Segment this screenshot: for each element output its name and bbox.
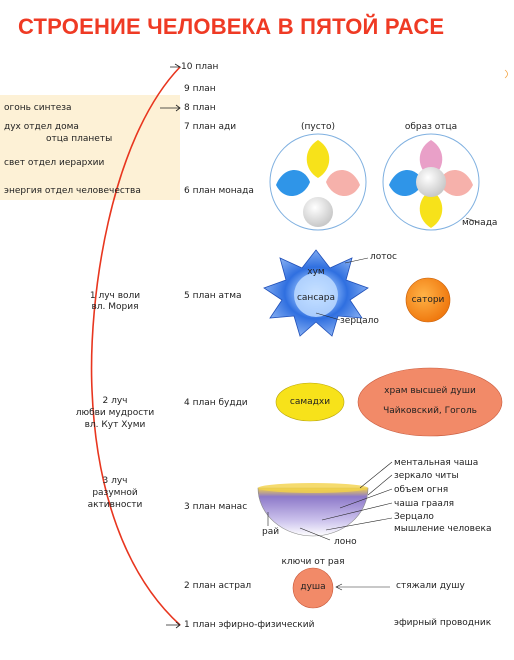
manas-pointers: [267, 461, 393, 541]
plane-4: 4 план будди: [184, 398, 248, 408]
manas-cup: [257, 483, 369, 537]
label-mirror2: Зерцало: [394, 512, 434, 522]
label-father-image: образ отца: [404, 122, 458, 132]
plane-7: 7 план ади: [184, 122, 237, 132]
temple-ellipse: [357, 367, 503, 437]
label-fire-volume: объем огня: [394, 485, 449, 495]
monad-flower-father: [382, 133, 480, 231]
label-fire-synthesis: огонь синтеза: [4, 103, 72, 113]
lotus-pointer: [344, 257, 369, 264]
samadhi-ellipse: [275, 382, 345, 422]
plane-2: 2 план астрал: [184, 581, 252, 591]
label-mirror-chita: зеркало читы: [394, 471, 459, 481]
label-temple: храм высшей души: [384, 386, 476, 396]
label-lotus: лотос: [370, 252, 397, 262]
label-ray1-1: 1 луч воли: [89, 291, 141, 301]
soul-circle: [292, 567, 334, 609]
plane-3: 3 план манас: [184, 502, 248, 512]
mirror-pointer: [315, 312, 341, 321]
label-womb: лоно: [334, 537, 357, 547]
label-ray3-1: 3 луч: [102, 476, 128, 486]
label-ray1-2: вл. Мория: [91, 302, 139, 312]
arrow-plan-1: [166, 621, 181, 629]
label-grail-cup: чаша грааля: [394, 499, 455, 509]
label-satori: сатори: [411, 295, 445, 305]
dotted-circle-right: [504, 69, 508, 79]
monad-pointer: [465, 217, 479, 223]
label-ray2-1: 2 луч: [102, 396, 128, 406]
label-temple-names: Чайковский, Гоголь: [383, 406, 477, 416]
label-ray2-2: любви мудрости: [75, 408, 155, 418]
left-info-box: [0, 95, 180, 200]
plane-10: 10 план: [181, 62, 219, 72]
label-spirit-2: отца планеты: [46, 134, 113, 144]
soul-arrow: [335, 583, 390, 591]
label-paradise: рай: [262, 527, 280, 537]
arrow-plan-10: [170, 63, 182, 68]
red-arc: [90, 66, 181, 626]
label-empty: (пусто): [301, 122, 335, 132]
label-ray3-3: активности: [87, 500, 143, 510]
label-monad: монада: [462, 218, 498, 228]
label-mental-cup: ментальная чаша: [394, 458, 479, 468]
plane-5: 5 план атма: [184, 291, 242, 301]
diagram-title: СТРОЕНИЕ ЧЕЛОВЕКА В ПЯТОЙ РАСЕ: [18, 14, 445, 39]
plane-6: 6 план монада: [184, 186, 254, 196]
plane-8: 8 план: [184, 103, 216, 113]
plane-9: 9 план: [184, 84, 216, 94]
label-ray2-3: вл. Кут Хуми: [84, 420, 146, 430]
label-samadhi: самадхи: [289, 397, 331, 407]
label-soul: душа: [300, 582, 326, 592]
label-mirror: зерцало: [340, 316, 379, 326]
plane-1: 1 план эфирно-физический: [184, 620, 315, 630]
label-keys: ключи от рая: [281, 557, 345, 567]
label-spirit-1: дух отдел дома: [4, 122, 79, 132]
label-etheric: эфирный проводник: [394, 618, 492, 628]
label-gained-soul: стяжали душу: [396, 581, 465, 591]
label-thinking: мышление человека: [394, 524, 492, 534]
label-light: свет отдел иерархии: [4, 158, 105, 168]
label-hum: хум: [307, 267, 325, 277]
lotus-flower: [263, 249, 369, 337]
arrow-plan-8: [160, 104, 181, 112]
satori-circle: [405, 277, 451, 323]
label-ray3-2: разумной: [92, 488, 138, 498]
monad-flower-empty: [269, 133, 367, 231]
label-energy: энергия отдел человечества: [4, 186, 141, 196]
label-sansara: сансара: [296, 293, 336, 303]
